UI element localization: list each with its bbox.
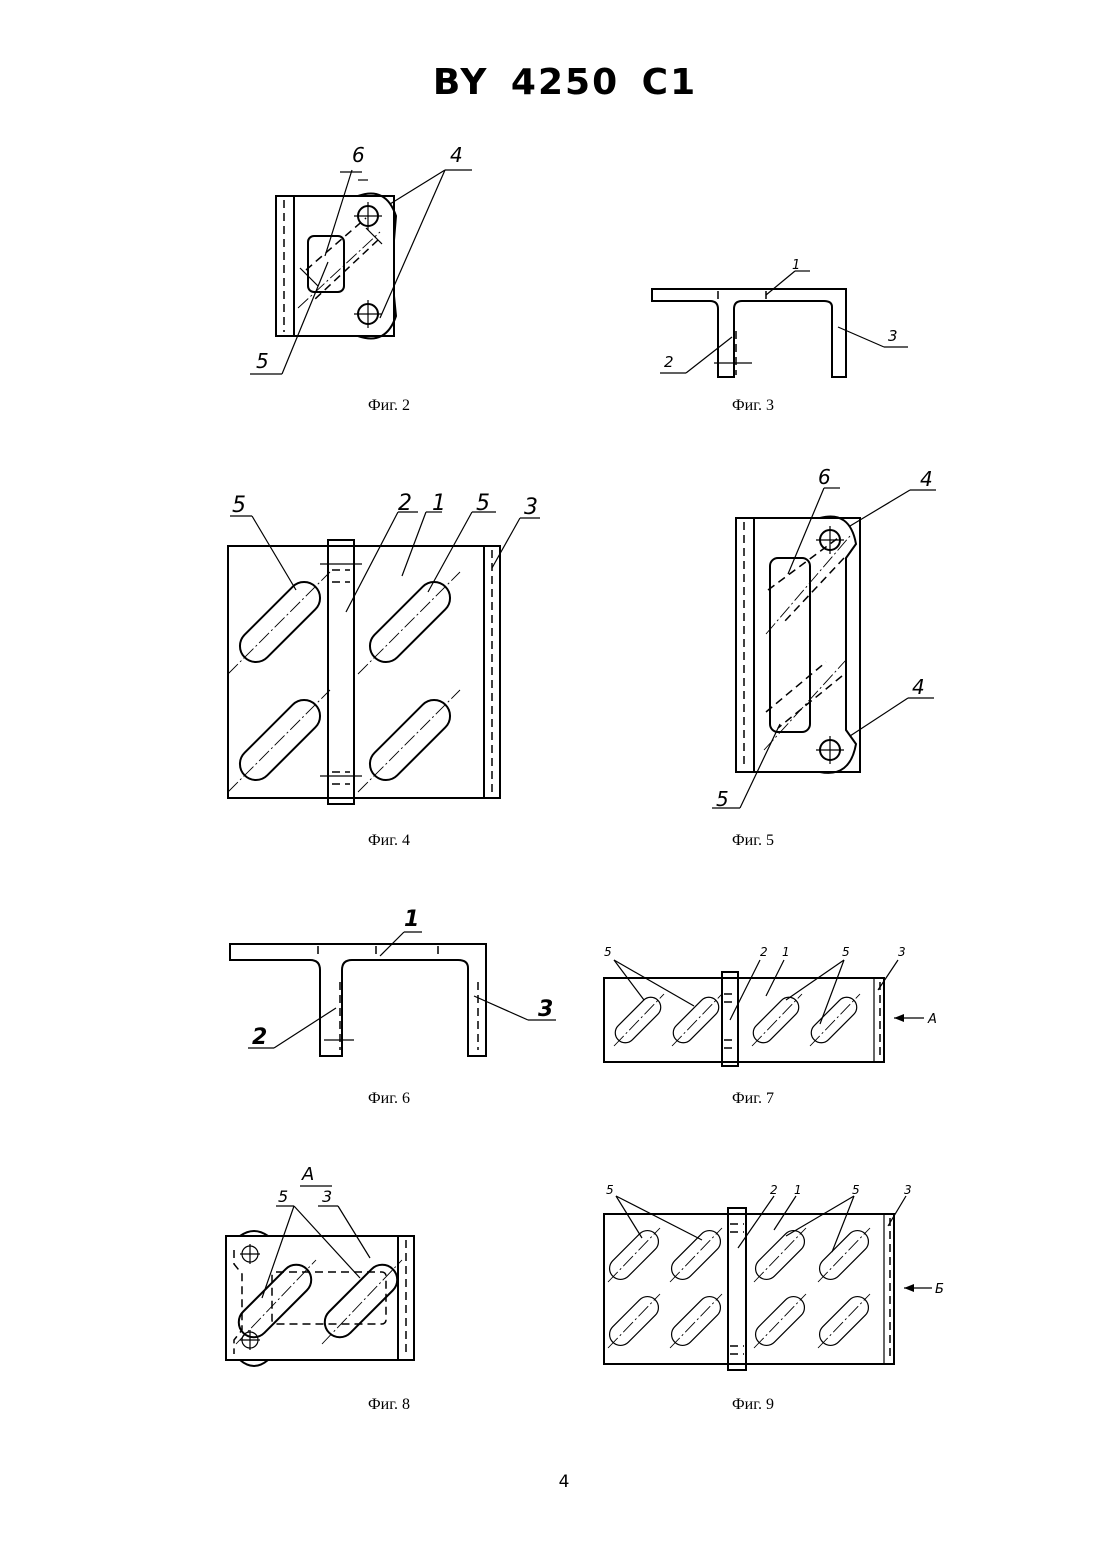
figure-3: 1 2 3 Фиг. 3: [640, 255, 920, 425]
figure-5-label-6: 6: [818, 465, 831, 489]
page-number: 4: [0, 1472, 1100, 1492]
figure-2-label-4: 4: [450, 143, 463, 167]
patent-number-title: BY 4250 C1: [0, 62, 1100, 103]
figure-7-label-5-right: 5: [842, 945, 850, 959]
figure-8-label-3: 3: [322, 1187, 332, 1206]
figure-7-label-view-a: A: [927, 1012, 937, 1027]
figure-4-caption: Фиг. 4: [368, 832, 410, 850]
figure-6-label-3: 3: [538, 997, 553, 1022]
figure-5-caption: Фиг. 5: [732, 832, 774, 850]
figure-9-slots: [605, 1226, 873, 1350]
figure-2-caption: Фиг. 2: [368, 397, 410, 415]
figure-4-label-3: 3: [524, 495, 538, 520]
figure-7-caption: Фиг. 7: [732, 1090, 774, 1108]
figure-9-label-view-b: Б: [935, 1282, 944, 1297]
figure-8-label-view-a: A: [301, 1164, 314, 1185]
figure-2-label-6: 6: [352, 143, 365, 167]
figure-2-label-5: 5: [256, 349, 269, 373]
figure-4-drawing: 5 2 1 5 3: [220, 490, 580, 860]
figure-9-label-2: 2: [770, 1183, 778, 1197]
figure-9-label-5-right: 5: [852, 1183, 860, 1197]
figure-5-label-4-bottom: 4: [912, 675, 925, 699]
figure-3-label-2: 2: [664, 353, 674, 371]
figure-8-caption: Фиг. 8: [368, 1396, 410, 1414]
figure-4: 5 2 1 5 3 Фиг. 4: [220, 490, 580, 860]
figure-3-drawing: 1 2 3: [640, 255, 920, 425]
figure-9-label-3: 3: [904, 1183, 912, 1197]
figure-5-label-5: 5: [716, 787, 729, 811]
figure-6-label-2: 2: [252, 1025, 267, 1050]
figure-6: 1 2 3 Фиг. 6: [220, 900, 580, 1120]
figure-8-drawing: A 5 3: [220, 1160, 440, 1420]
figure-5-drawing: 6 4 4 5: [700, 460, 960, 860]
figure-8-label-5: 5: [278, 1187, 288, 1206]
figure-6-caption: Фиг. 6: [368, 1090, 410, 1108]
figure-4-label-5-left: 5: [232, 493, 246, 518]
figure-2: 6 4 5 Фиг. 2: [240, 140, 500, 390]
figure-4-label-2: 2: [398, 491, 412, 516]
figure-7: 5 2 1 5 3 A Фиг. 7: [598, 940, 948, 1120]
figure-7-label-3: 3: [898, 945, 906, 959]
figure-7-label-2: 2: [760, 945, 768, 959]
figure-5-label-4-top: 4: [920, 467, 933, 491]
figure-7-label-1: 1: [782, 945, 790, 959]
figure-6-label-1: 1: [404, 907, 419, 932]
figure-4-label-1: 1: [432, 491, 446, 516]
figure-9-caption: Фиг. 9: [732, 1396, 774, 1414]
figure-3-label-3: 3: [888, 327, 898, 345]
figure-9: 5 2 1 5 3 Б Фиг. 9: [598, 1180, 948, 1420]
figure-5: 6 4 4 5 Фиг. 5: [700, 460, 960, 860]
figure-8: A 5 3 Фиг. 8: [220, 1160, 440, 1420]
figure-4-label-5-right: 5: [476, 491, 490, 516]
figure-9-label-5-left: 5: [606, 1183, 614, 1197]
figure-3-label-1: 1: [792, 258, 800, 273]
figure-9-label-1: 1: [794, 1183, 802, 1197]
figure-9-drawing: 5 2 1 5 3 Б: [598, 1180, 948, 1420]
figure-7-label-5-left: 5: [604, 945, 612, 959]
figure-2-drawing: 6 4 5: [240, 140, 500, 390]
figure-6-drawing: 1 2 3: [220, 900, 580, 1120]
figure-3-caption: Фиг. 3: [732, 397, 774, 415]
figure-4-slots: [228, 572, 460, 792]
